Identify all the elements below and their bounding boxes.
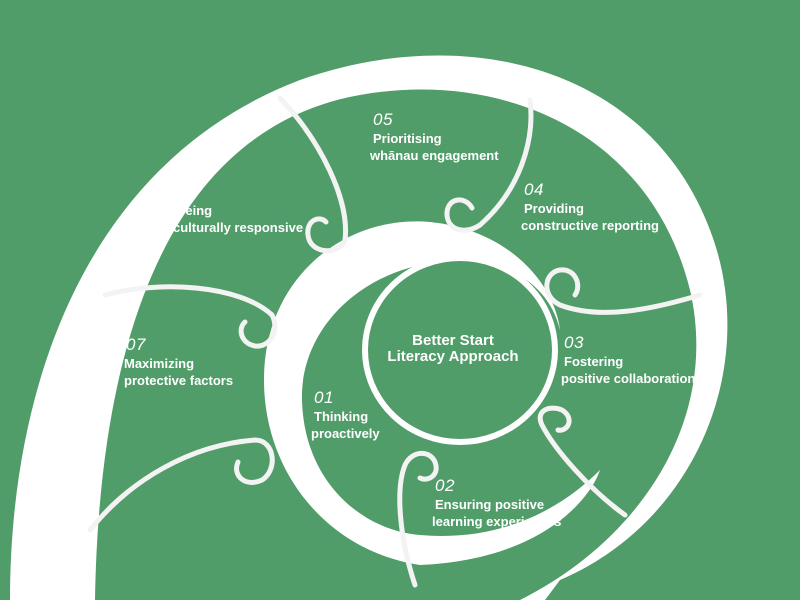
item-01-line1: Thinking [314, 409, 369, 424]
curl-divider-03-04 [544, 267, 703, 315]
item-01-number: 01 [314, 388, 334, 407]
center-circle [362, 255, 558, 445]
center-title-line1: Better Start [412, 332, 494, 349]
item-07: 07 Maximizing protective factors [124, 335, 234, 389]
item-01-line2: proactively [311, 426, 380, 441]
outer-spiral-band [10, 55, 728, 600]
item-04-line1: Providing [524, 201, 584, 216]
item-05: 05 Prioritising whānau engagement [370, 110, 499, 164]
item-02-line1: Ensuring positive [435, 497, 545, 512]
item-02-line2: learning experiences [432, 514, 562, 529]
curl-divider-06-07 [102, 284, 278, 349]
item-03-line1: Fostering [564, 354, 624, 369]
curl-divider-01-02 [397, 450, 439, 588]
item-04: 04 Providing constructive reporting [521, 180, 659, 234]
curl-divider-05-06 [277, 95, 349, 254]
item-03-number: 03 [564, 333, 584, 352]
item-07-number: 07 [126, 335, 146, 354]
item-05-line2: whānau engagement [370, 148, 499, 163]
curl-divider-02-03 [537, 405, 628, 518]
curl-dividers [87, 95, 703, 588]
curl-divider-07-01 [87, 437, 275, 533]
item-05-number: 05 [373, 110, 393, 129]
item-06: 06 Being culturally responsive [173, 182, 304, 236]
item-06-number: 06 [176, 182, 196, 201]
item-07-line1: Maximizing [124, 356, 195, 371]
center-title: Better Start Literacy Approach [365, 333, 541, 365]
item-06-line1: Being [176, 203, 213, 218]
center-title-line2: Literacy Approach [387, 348, 519, 365]
item-02: 02 Ensuring positive learning experience… [432, 476, 562, 530]
curl-divider-04-05 [444, 97, 534, 233]
item-07-line2: protective factors [124, 373, 234, 388]
item-03: 03 Fostering positive collaborations [561, 333, 703, 387]
item-01: 01 Thinking proactively [311, 388, 380, 442]
item-04-number: 04 [524, 180, 544, 199]
item-05-line1: Prioritising [373, 131, 442, 146]
item-04-line2: constructive reporting [521, 218, 659, 233]
item-06-line2: culturally responsive [173, 220, 304, 235]
item-03-line2: positive collaborations [561, 371, 703, 386]
item-02-number: 02 [435, 476, 455, 495]
